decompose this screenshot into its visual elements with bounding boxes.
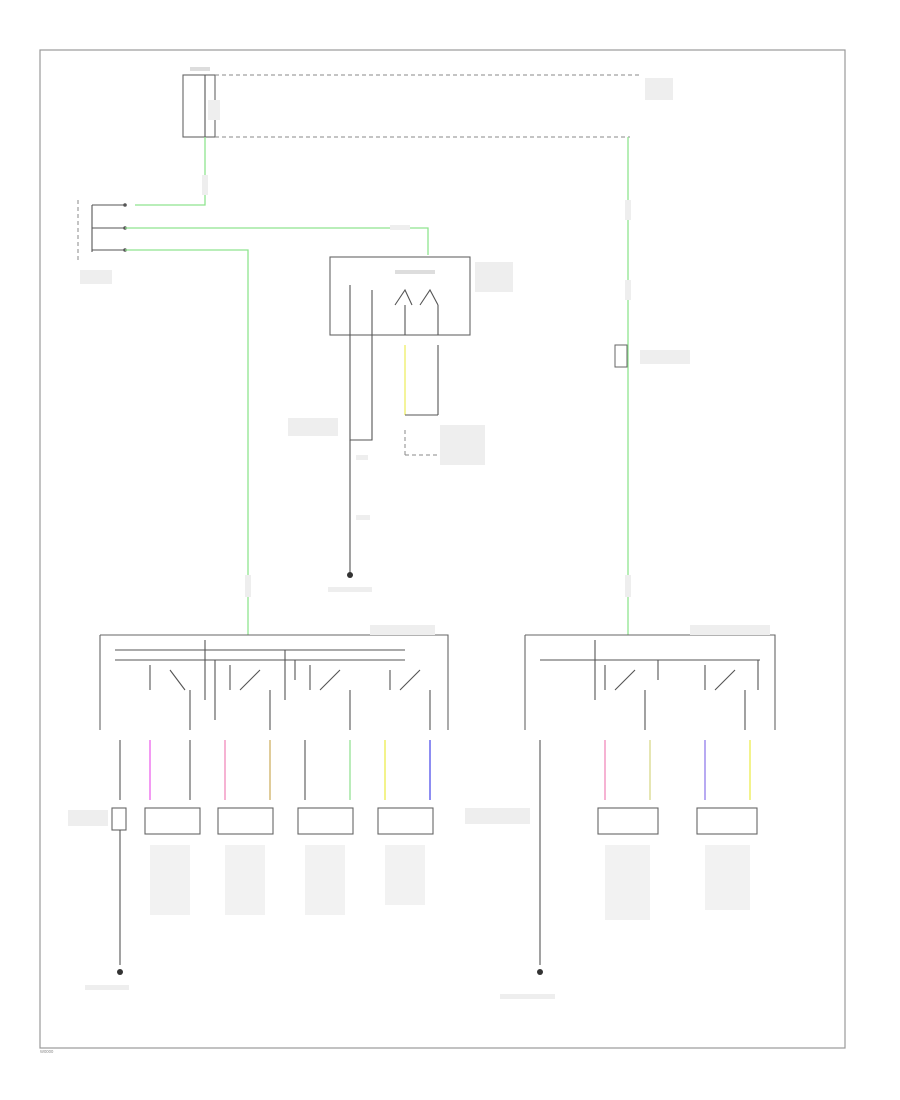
ground-label-passenger bbox=[500, 994, 555, 999]
junction-block-top bbox=[182, 67, 673, 138]
green-wire-main-feed bbox=[135, 137, 206, 206]
motor-driver-front-vertical bbox=[217, 807, 274, 835]
block-label-right bbox=[645, 78, 673, 100]
motor-driver-slide bbox=[144, 807, 201, 835]
passenger-switch-label bbox=[690, 625, 770, 635]
green-wire-to-driver-switch bbox=[125, 249, 249, 635]
ground-passenger bbox=[537, 969, 543, 975]
fuse-label-top bbox=[208, 100, 220, 120]
lumbar-switch bbox=[329, 256, 513, 336]
switch-label-top bbox=[395, 270, 435, 274]
ground-label-mid bbox=[328, 587, 372, 592]
block-label-top bbox=[190, 67, 210, 71]
passenger-seat-switch bbox=[524, 625, 776, 730]
lumbar-motor-label bbox=[440, 425, 485, 465]
connector-passenger bbox=[614, 344, 628, 368]
junction-connector-left bbox=[77, 200, 127, 284]
diagram-frame bbox=[39, 49, 846, 1049]
motor-driver-recline bbox=[377, 807, 434, 835]
motor-passenger-slide bbox=[597, 807, 659, 835]
motor-driver-rear-vertical bbox=[297, 807, 354, 835]
ground-mid bbox=[347, 572, 353, 578]
connector-driver-ground bbox=[111, 807, 127, 831]
green-wire-to-seat-switch bbox=[125, 227, 429, 255]
wire-label-1 bbox=[202, 175, 208, 195]
ground-driver bbox=[117, 969, 123, 975]
switch-label-right bbox=[475, 262, 513, 292]
driver-switch-label bbox=[370, 625, 435, 635]
figure-id: W0000 bbox=[40, 1049, 54, 1054]
connector-passenger-ground-label bbox=[465, 808, 530, 824]
connector-label-mid bbox=[288, 418, 338, 436]
connector-driver-label bbox=[68, 810, 108, 826]
driver-seat-switch bbox=[99, 625, 449, 730]
connector-passenger-label bbox=[640, 350, 690, 364]
motor-passenger-recline bbox=[696, 807, 758, 835]
connector-label-left bbox=[80, 270, 112, 284]
ground-label-driver bbox=[85, 985, 129, 990]
